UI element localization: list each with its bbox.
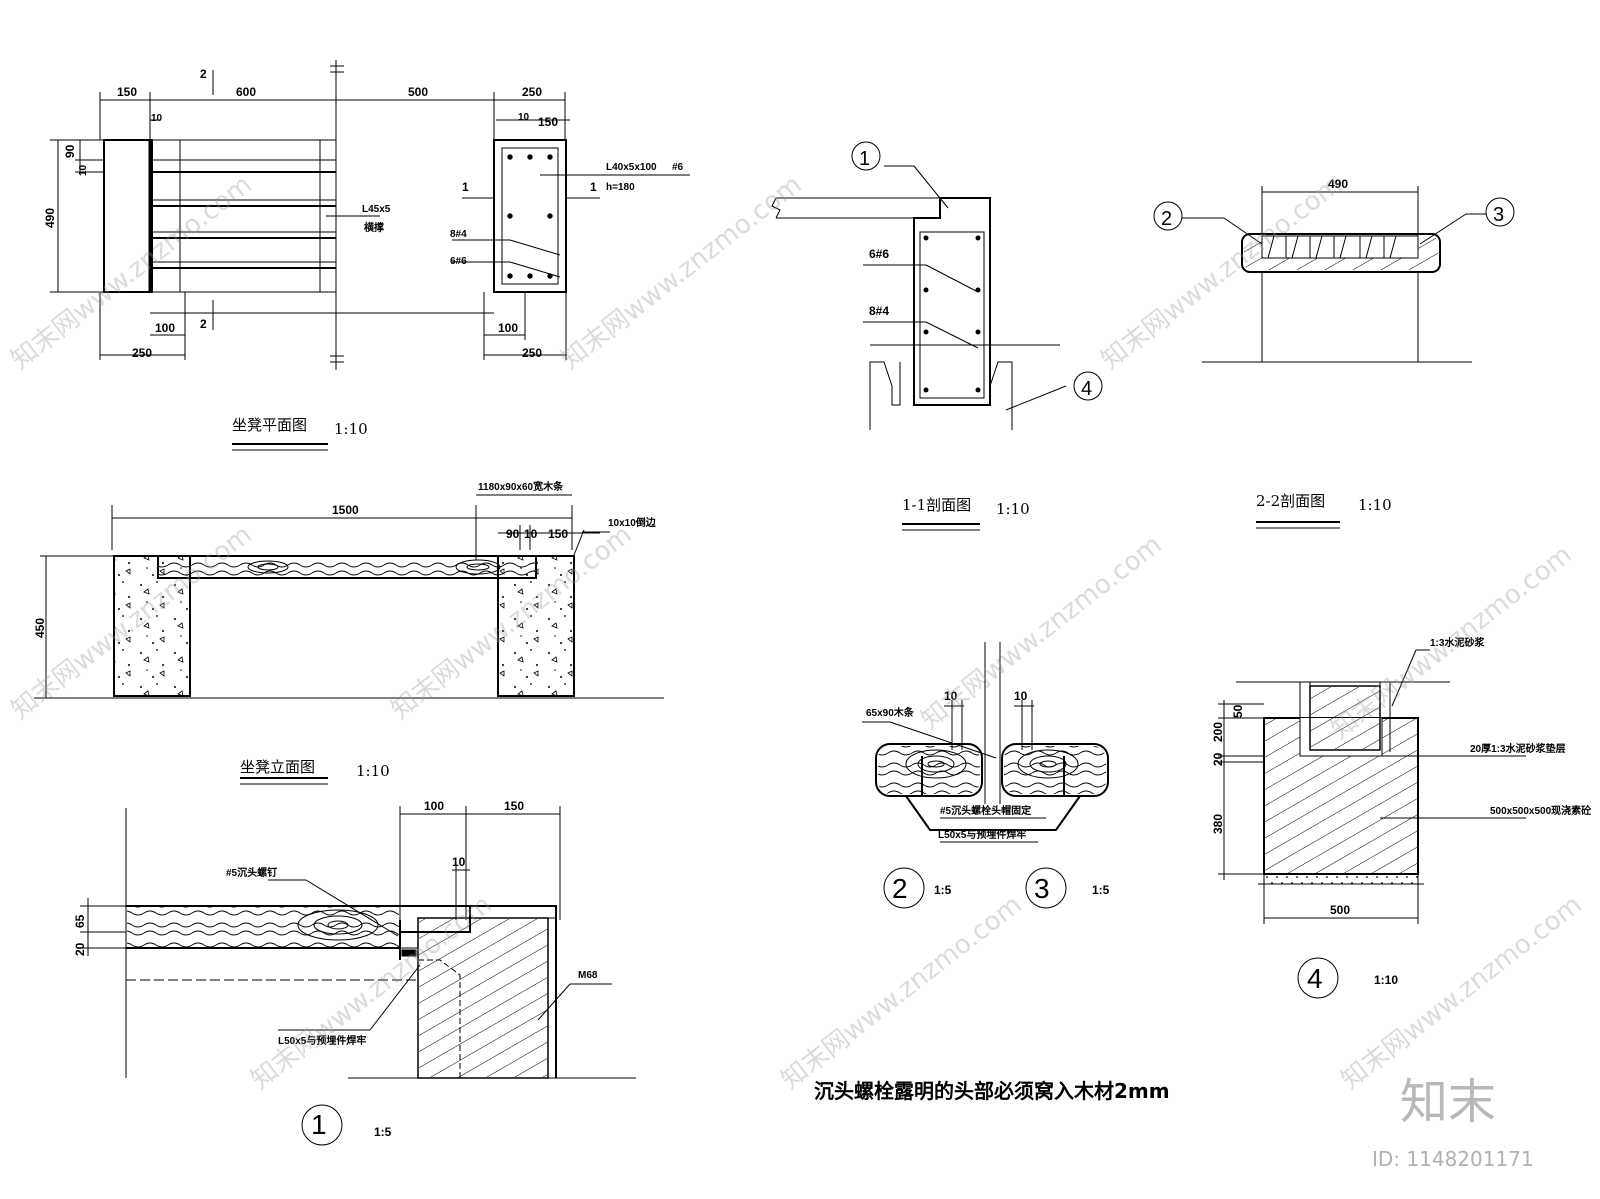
d4-dim-20: 20 <box>1211 752 1225 766</box>
d1-angle-label: L50x5与预埋件焊牢 <box>278 1034 366 1047</box>
d1-screw-label: #5沉头螺钉 <box>226 866 277 879</box>
d4-concrete-label: 500x500x500现浇素砼 <box>1490 804 1591 817</box>
plan-dim-10-right: 10 <box>518 112 530 123</box>
plan-dim-500: 500 <box>408 85 428 99</box>
d2-number: 2 <box>892 873 908 904</box>
s22-title: 2-2剖面图 <box>1256 492 1325 510</box>
elev-title: 坐凳立面图 <box>240 758 315 776</box>
watermark-layer: 知末网www.znzmo.com 知末网www.znzmo.com 知末网www… <box>6 170 1588 1096</box>
elev-dim-150: 150 <box>548 527 568 541</box>
plan-title: 坐凳平面图 <box>232 416 307 434</box>
d2-scale: 1:5 <box>934 883 952 897</box>
d4-dim-380: 380 <box>1211 814 1225 834</box>
image-id: ID: 1148201171 <box>1372 1147 1534 1171</box>
watermark-1: 知末网www.znzmo.com <box>6 170 258 376</box>
s11-rebar-6-6: 6#6 <box>869 247 889 261</box>
d4-dim-200: 200 <box>1211 722 1225 742</box>
plan-dim-10-left: 10 <box>151 113 163 124</box>
d4-number: 4 <box>1307 963 1323 994</box>
watermark-10: 知末网www.znzmo.com <box>1336 890 1588 1096</box>
elev-dim-10: 10 <box>524 527 538 541</box>
elev-dim-1500: 1500 <box>332 503 359 517</box>
section-2-2 <box>1154 186 1514 528</box>
plan-section-mark-top: 2 <box>200 67 207 81</box>
elev-dim-450: 450 <box>33 618 47 638</box>
elev-wood-label: 1180x90x60宽木条 <box>478 480 564 493</box>
plan-dim-10-vert: 10 <box>78 164 89 176</box>
elev-scale: 1:10 <box>356 762 390 780</box>
d4-layer-label: 20厚1:3水泥砂浆垫层 <box>1470 742 1566 755</box>
detail-4 <box>1218 650 1526 998</box>
d3-number: 3 <box>1034 873 1050 904</box>
plan-angle-sub: 横撑 <box>364 221 384 234</box>
s22-callout-3: 3 <box>1493 204 1504 226</box>
watermark-9: 知末网www.znzmo.com <box>776 890 1028 1096</box>
d4-dim-50: 50 <box>1231 704 1245 718</box>
d1-number: 1 <box>311 1109 327 1140</box>
seat-elevation-view <box>34 495 664 784</box>
brand-logo: 知末 <box>1400 1074 1496 1130</box>
s11-callout-4: 4 <box>1081 378 1092 400</box>
s22-callout-2: 2 <box>1161 208 1172 230</box>
s11-rebar-8-4: 8#4 <box>869 304 889 318</box>
d1-mortar-label: M68 <box>578 970 598 981</box>
d23-dim-10-right: 10 <box>1014 689 1028 703</box>
watermark-7: 知末网www.znzmo.com <box>1326 540 1578 746</box>
d1-dim-20: 20 <box>73 942 87 956</box>
seat-plan-view <box>50 60 690 450</box>
plan-rebar-6-6: 6#6 <box>450 256 467 267</box>
plan-dim-250: 250 <box>522 85 542 99</box>
d23-bolt-label: #5沉头螺栓头帽固定 <box>940 804 1031 817</box>
plan-dim-150-right: 150 <box>538 115 558 129</box>
s11-callout-1: 1 <box>859 148 870 170</box>
d1-scale: 1:5 <box>374 1125 392 1139</box>
plan-section-mark-right: 1 <box>590 180 597 194</box>
plan-section-mark-left: 1 <box>462 180 469 194</box>
plan-dim-90: 90 <box>63 144 77 158</box>
d23-dim-10-left: 10 <box>944 689 958 703</box>
elev-dim-90: 90 <box>506 527 520 541</box>
plan-scale: 1:10 <box>334 420 368 438</box>
plan-dim-100-left: 100 <box>155 321 175 335</box>
d23-wood-label: 65x90木条 <box>866 706 915 719</box>
plan-rebar-8-4: 8#4 <box>450 229 467 240</box>
s22-scale: 1:10 <box>1358 496 1392 514</box>
d23-angle-label: L50x5与预埋件焊牢 <box>938 828 1026 841</box>
plan-angle-label: L45x5 <box>362 204 391 215</box>
plan-column-bar: #6 <box>672 162 684 173</box>
d4-scale: 1:10 <box>1374 973 1398 987</box>
detail-2-3 <box>862 642 1108 908</box>
d4-dim-500: 500 <box>1330 903 1350 917</box>
general-note: 沉头螺栓露明的头部必须窝入木材2mm <box>814 1079 1170 1103</box>
plan-dim-250-right: 250 <box>522 346 542 360</box>
plan-dim-490: 490 <box>43 208 57 228</box>
s11-scale: 1:10 <box>996 500 1030 518</box>
elev-edge-label: 10x10倒边 <box>608 516 657 529</box>
plan-dim-100-right: 100 <box>498 321 518 335</box>
d3-scale: 1:5 <box>1092 883 1110 897</box>
watermark-2: 知末网www.znzmo.com <box>556 170 808 376</box>
plan-column-label: L40x5x100 <box>606 162 657 173</box>
d4-mortar-label: 1:3水泥砂浆 <box>1430 636 1485 649</box>
section-1-1 <box>772 142 1102 530</box>
plan-dim-600: 600 <box>236 85 256 99</box>
s11-title: 1-1剖面图 <box>902 496 971 514</box>
plan-dim-250-left: 250 <box>132 346 152 360</box>
plan-dim-150: 150 <box>117 85 137 99</box>
d1-dim-150: 150 <box>504 799 524 813</box>
plan-section-mark-bottom: 2 <box>200 317 207 331</box>
detail-1 <box>80 806 636 1145</box>
s22-dim-490: 490 <box>1328 177 1348 191</box>
plan-column-height: h=180 <box>606 182 635 193</box>
d1-dim-10: 10 <box>452 855 466 869</box>
watermark-6: 知末网www.znzmo.com <box>916 530 1168 736</box>
d1-dim-65: 65 <box>73 914 87 928</box>
d1-dim-100: 100 <box>424 799 444 813</box>
